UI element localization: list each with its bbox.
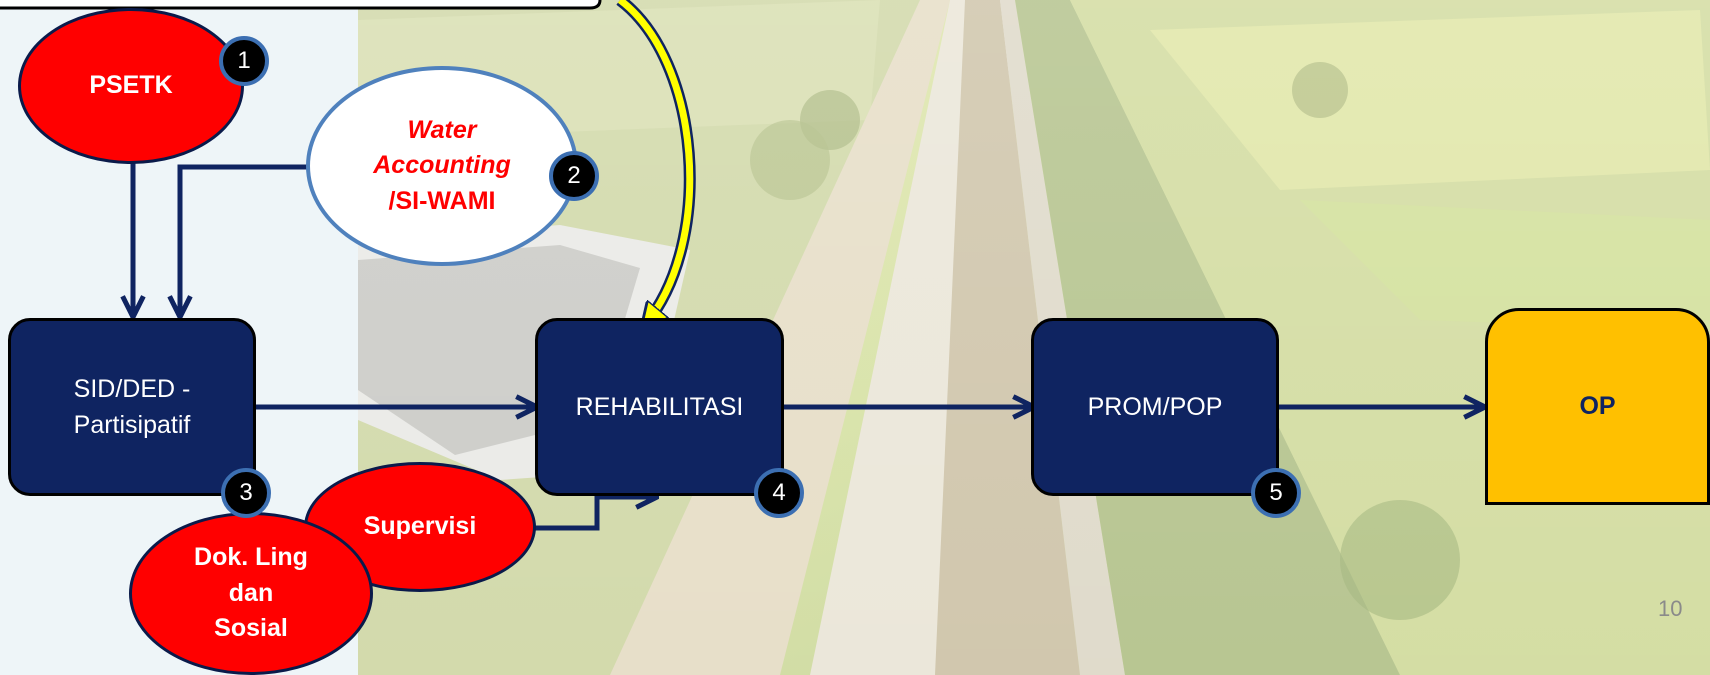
rehabilitasi-label: REHABILITASI (575, 392, 744, 421)
prom-pop-label: PROM/POP (1087, 392, 1223, 421)
op-label: OP (1579, 392, 1616, 420)
sid-ded-label-2: Partisipatif (73, 411, 191, 439)
step-badge-4: 4 (754, 468, 804, 518)
water-accounting-label-2: Accounting (373, 151, 511, 180)
sid-ded-label-1: SID/DED - (73, 374, 191, 403)
page-number: 10 (1658, 596, 1683, 621)
step-badge-3: 3 (221, 468, 271, 518)
sid-ded-node: SID/DED - Partisipatif (8, 318, 256, 496)
dok-ling-label-3: Sosial (214, 614, 288, 643)
supervisi-label: Supervisi (363, 512, 477, 541)
step-badge-2: 2 (549, 151, 599, 201)
prom-pop-node: PROM/POP (1031, 318, 1279, 496)
water-accounting-label-1: Water (407, 115, 477, 144)
water-accounting-node: Water Accounting /SI-WAMI (306, 66, 578, 266)
op-node: OP (1485, 308, 1710, 505)
water-accounting-label-3: /SI-WAMI (388, 186, 496, 215)
psetk-label: PSETK (89, 71, 173, 100)
dok-ling-node: Dok. Ling dan Sosial (129, 512, 373, 675)
rehabilitasi-node: REHABILITASI (535, 318, 784, 496)
psetk-node: PSETK (18, 8, 244, 164)
step-badge-5: 5 (1251, 468, 1301, 518)
dok-ling-label-1: Dok. Ling (194, 543, 308, 572)
dok-ling-label-2: dan (228, 578, 274, 607)
step-badge-1: 1 (219, 36, 269, 86)
